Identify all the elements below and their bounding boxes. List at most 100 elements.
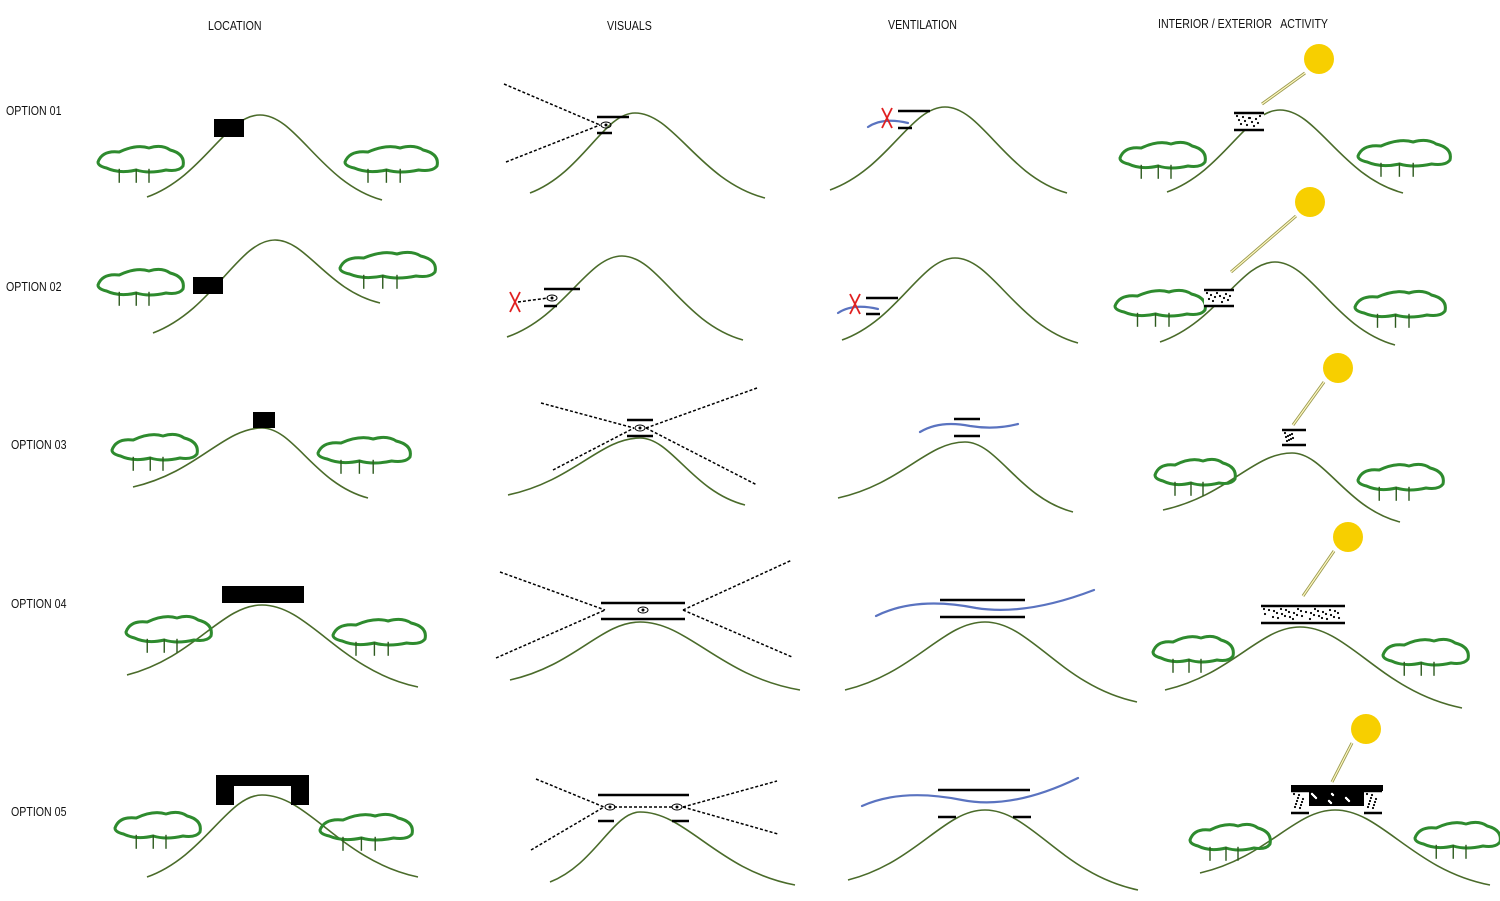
activity-dot [1289,437,1293,441]
activity-dot [1300,614,1304,618]
wind-arrow-icon [874,588,1096,618]
row-label-option-05: OPTION 05 [11,805,67,819]
activity-dot [1207,297,1211,301]
sun-icon [1304,44,1334,74]
activity-dot [1280,612,1284,616]
hill-line [1199,809,1491,886]
activity-dot [1299,803,1303,807]
activity-dot [1218,294,1222,298]
activity-dot [1329,801,1333,805]
tree-canopy [1356,462,1445,492]
building-block [216,775,234,805]
sightline [535,778,605,808]
activity-dot [1296,607,1300,611]
hill-line [1159,261,1396,346]
activity-dot [1332,615,1336,619]
activity-dot [1292,792,1296,796]
activity-dot [1304,610,1308,614]
hill-line [146,114,383,201]
eye-pupil [550,296,554,300]
hill-line [1164,626,1463,709]
sun-ray-arrow-inner [1292,381,1325,426]
activity-dot [1324,612,1328,616]
tree-canopy [331,617,427,647]
eye-pupil [638,426,642,430]
activity-dot [1235,114,1239,118]
tree-canopy [1113,288,1207,318]
activity-dot [1336,611,1340,615]
activity-dot [1288,615,1292,619]
activity-dot [1245,123,1249,127]
activity-dot [1215,291,1219,295]
sightline [540,402,635,429]
tree-canopy [124,614,213,644]
activity-dot [1309,611,1313,615]
sightline [645,387,758,429]
column-header-visuals: VISUALS [607,19,652,33]
activity-dot [1308,617,1312,621]
hill-line [837,441,1074,513]
column-header-activity: INTERIOR / EXTERIOR ACTIVITY [1158,17,1329,31]
eye-icon [634,424,646,432]
activity-dot [1366,805,1370,809]
sightline [682,780,778,808]
activity-dot [1295,799,1299,803]
activity-dot [1371,806,1375,810]
tree-canopy [96,267,185,297]
hill-line [829,106,1068,194]
eye-icon [637,606,649,614]
activity-dot [1276,616,1280,620]
activity-dot [1263,612,1267,616]
column-header-location: LOCATION [208,19,262,33]
column-header-ventilation: VENTILATION [888,18,957,32]
building-block [291,775,309,805]
hill-line [126,604,419,688]
hill-line [847,809,1139,891]
sun-ray-arrow-inner [1331,742,1353,783]
activity-dot [1300,800,1304,804]
activity-dot [1272,609,1276,613]
tree-canopy [110,432,199,462]
activity-dot [1321,610,1325,614]
sun-ray-arrow-inner [1302,550,1335,597]
activity-dot [1241,115,1245,119]
row-label-option-02: OPTION 02 [6,280,62,294]
activity-dot [1347,799,1351,803]
activity-dot [1293,805,1297,809]
sun-ray-arrow-inner [1230,215,1297,273]
hill-line [529,112,766,199]
blocked-x-icon [849,293,861,315]
activity-dot [1368,799,1372,803]
activity-dot [1283,431,1287,435]
activity-dot [1237,118,1241,122]
building-block [1309,791,1364,806]
tree-canopy [113,810,202,840]
activity-dot [1288,433,1292,437]
activity-dot [1373,800,1377,804]
activity-dot [1209,293,1213,297]
activity-dot [1279,607,1283,611]
eye-pupil [641,608,645,612]
tree-canopy [1356,138,1452,168]
activity-dot [1337,616,1341,620]
activity-dot [1372,803,1376,807]
hill-line [132,427,369,499]
activity-dot [1367,802,1371,806]
building-block [222,586,304,603]
activity-dot [1205,291,1209,295]
activity-dot [1295,613,1299,617]
porous-activity-zone [1261,606,1345,623]
activity-dot [1287,610,1291,614]
tree-canopy [1413,820,1500,850]
hill-line [146,794,419,878]
activity-dot [1247,116,1251,120]
hill-line [1162,452,1401,523]
activity-dot [1283,614,1287,618]
activity-dot [1333,609,1337,613]
sun-icon [1351,714,1381,744]
activity-dot [1301,797,1305,801]
wind-arrow-icon [860,776,1080,808]
activity-dot [1254,117,1258,121]
